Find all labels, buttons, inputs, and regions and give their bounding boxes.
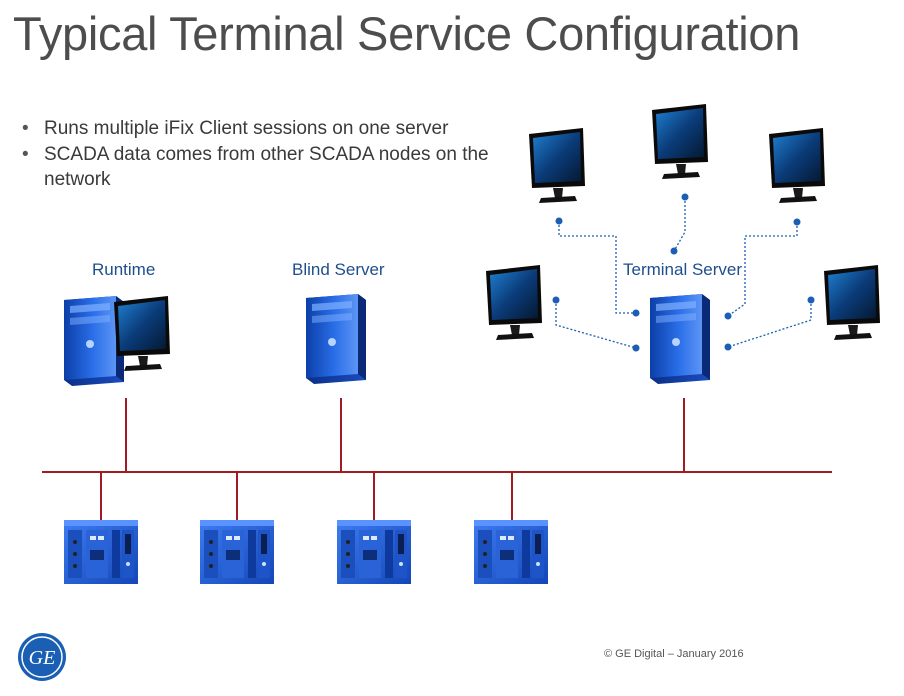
client-link xyxy=(555,300,637,349)
link-dots xyxy=(552,193,815,352)
client-link xyxy=(727,222,798,317)
link-dot xyxy=(555,217,563,225)
ge-logo: GE xyxy=(18,633,66,681)
link-dot xyxy=(681,193,689,201)
bullet-item: Runs multiple iFix Client sessions on on… xyxy=(22,116,524,142)
terminal-server-tower xyxy=(650,294,710,384)
client-monitor xyxy=(824,265,880,340)
bullet-item: SCADA data comes from other SCADA nodes … xyxy=(22,142,524,193)
copyright-footer: © GE Digital – January 2016 xyxy=(604,648,744,660)
client-links xyxy=(555,197,812,349)
terminal-server-label: Terminal Server xyxy=(623,260,743,279)
link-dot xyxy=(724,343,732,351)
svg-text:GE: GE xyxy=(29,647,56,669)
client-link xyxy=(673,197,686,252)
client-monitor xyxy=(529,128,585,203)
client-link xyxy=(727,300,812,348)
client-monitor xyxy=(769,128,825,203)
plc-controller xyxy=(474,520,548,584)
link-dot xyxy=(632,344,640,352)
link-dot xyxy=(807,296,815,304)
plc-controller xyxy=(337,520,411,584)
link-dot xyxy=(632,309,640,317)
plc-controller xyxy=(64,520,138,584)
blind-server-label: Blind Server xyxy=(292,260,385,279)
blind-server-tower xyxy=(306,294,366,384)
page-title: Typical Terminal Service Configuration xyxy=(13,7,801,60)
client-link xyxy=(558,221,636,314)
runtime-label: Runtime xyxy=(92,260,156,279)
client-monitor xyxy=(486,265,542,340)
link-dot xyxy=(552,296,560,304)
bullet-list: Runs multiple iFix Client sessions on on… xyxy=(22,116,524,193)
client-monitor xyxy=(652,104,708,179)
link-dot xyxy=(793,218,801,226)
plc-controller xyxy=(200,520,274,584)
link-dot xyxy=(724,312,732,320)
link-dot xyxy=(670,247,678,255)
